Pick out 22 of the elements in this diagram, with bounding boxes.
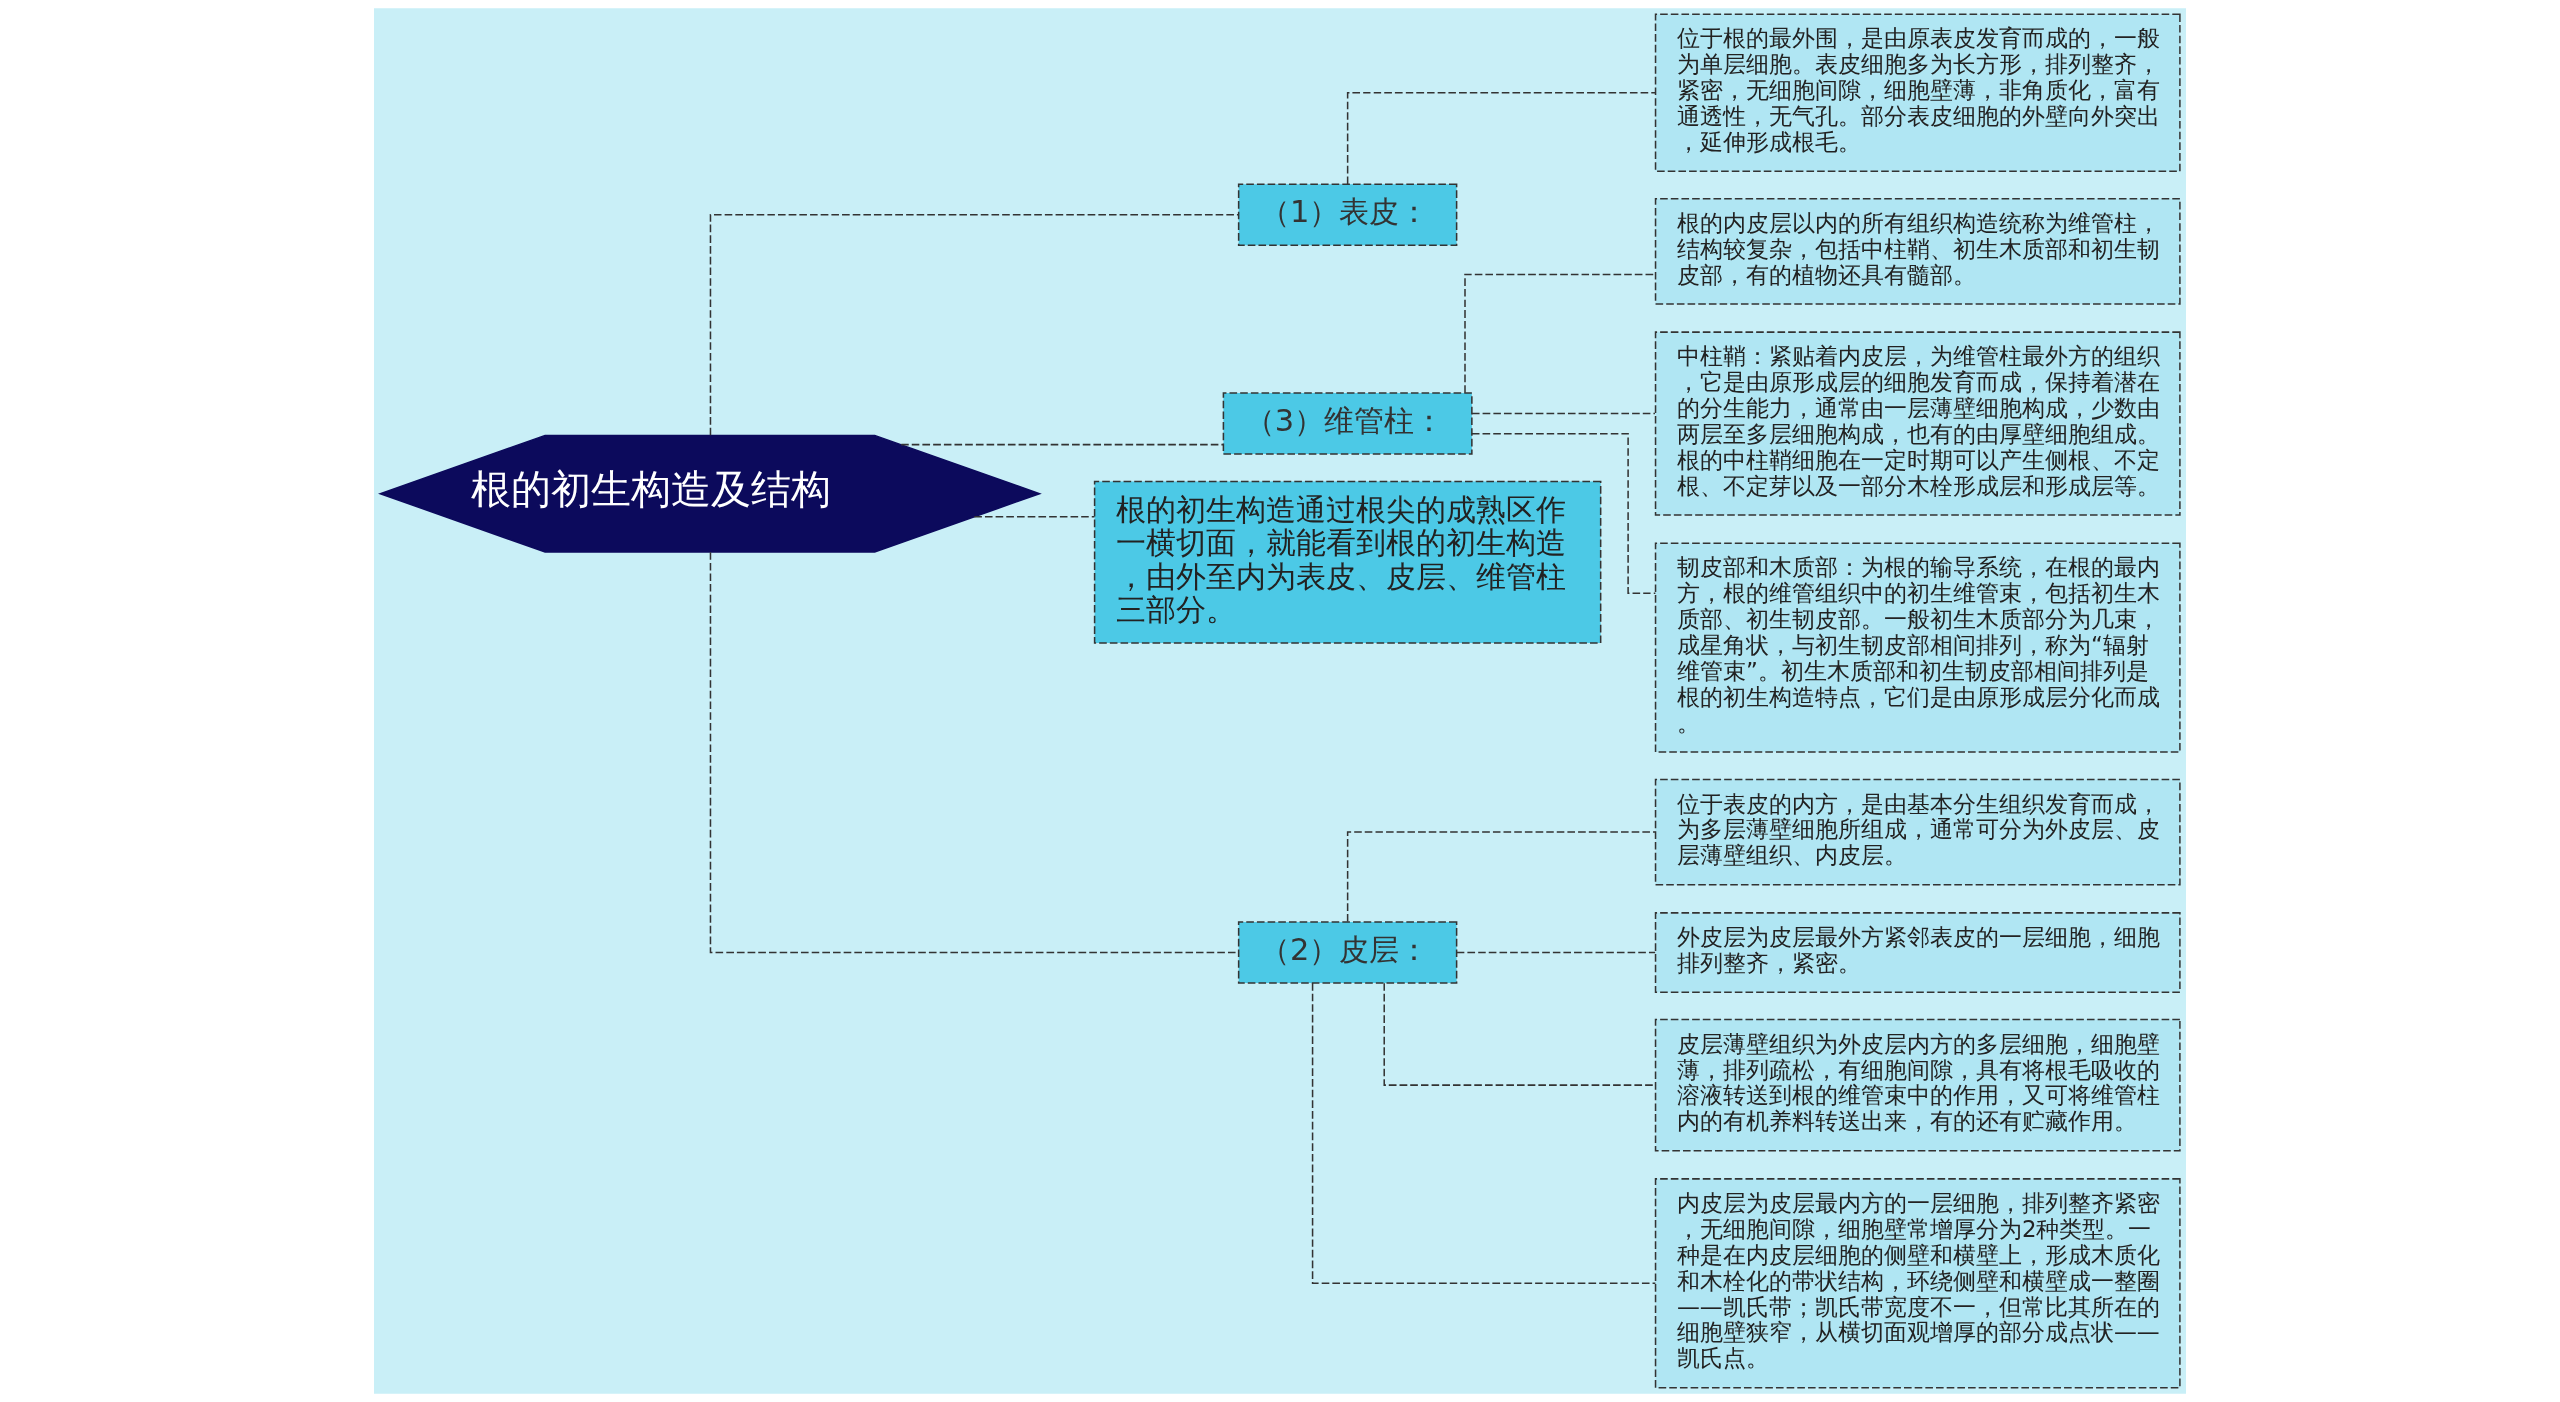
connector xyxy=(1311,982,1657,1285)
connector xyxy=(709,551,1239,954)
node-box: 位于表皮的内方，是由基本分生组织发育而成，为多层薄壁细胞所组成，通常可分为外皮层、皮层薄壁组织、内皮层。 xyxy=(1654,778,2181,886)
node-box: 根的初生构造通过根尖的成熟区作一横切面，就能看到根的初生构造，由外至内为表皮、皮层、维管柱三部分。 xyxy=(1093,480,1602,644)
connector xyxy=(1464,273,1656,394)
connector xyxy=(973,516,1096,518)
node-box: 位于根的最外围，是由原表皮发育而成的，一般为单层细胞。表皮细胞多为长方形，排列整齐，紧密，无细胞间隙，细胞壁薄，非角质化，富有通透性，无气孔。部分表皮细胞的外壁向外突出，延伸形成根毛。 xyxy=(1654,13,2181,173)
node-box: 外皮层为皮层最外方紧邻表皮的一层细胞，细胞排列整齐，紧密。 xyxy=(1654,912,2181,993)
node-box: 皮层薄壁组织为外皮层内方的多层细胞，细胞壁薄，排列疏松，有细胞间隙，具有将根毛吸收的溶液转送到根的维管束中的作用，又可将维管柱内的有机养料转送出来，有的还有贮藏作用。 xyxy=(1654,1018,2181,1152)
connector xyxy=(1456,951,1656,954)
node-box: 根的内皮层以内的所有组织构造统称为维管柱，结构较复杂，包括中柱鞘、初生木质部和初生韧皮部，有的植物还具有髓部。 xyxy=(1654,198,2181,305)
node-box: 内皮层为皮层最内方的一层细胞，排列整齐紧密，无细胞间隙，细胞壁常增厚分为2种类型。一种是在内皮层细胞的侧壁和横壁上，形成木质化和木栓化的带状结构，环绕侧壁和横壁成一整圈——凯氏带；凯氏带宽度不一，但常比其所在的细胞壁狭窄，从横切面观增厚的部分成点状——凯氏点。 xyxy=(1654,1178,2181,1389)
node-box: 中柱鞘：紧贴着内皮层，为维管柱最外方的组织，它是由原形成层的细胞发育而成，保持着潜在的分生能力，通常由一层薄壁细胞构成，少数由两层至多层细胞构成，也有的由厚壁细胞组成。根的中柱鞘细胞在一定时期可以产生侧根、不定根、不定芽以及一部分木栓形成层和形成层等。 xyxy=(1654,331,2181,516)
node-box: （3）维管柱： xyxy=(1222,392,1473,455)
node-box: （1）表皮： xyxy=(1237,183,1458,246)
node-box: 韧皮部和木质部：为根的输导系统，在根的最内方，根的维管组织中的初生维管束，包括初生木质部、初生韧皮部。一般初生木质部分为几束，成星角状，与初生韧皮部相间排列，称为“辐射维管束”。初生木质部和初生韧皮部相间排列是根的初生构造特点，它们是由原形成层分化而成。 xyxy=(1654,542,2181,753)
connector xyxy=(1346,831,1656,923)
connector xyxy=(1471,412,1656,415)
connector xyxy=(1346,92,1656,185)
connector xyxy=(900,443,1225,446)
connector xyxy=(709,214,1239,436)
node-box: （2）皮层： xyxy=(1237,921,1458,984)
